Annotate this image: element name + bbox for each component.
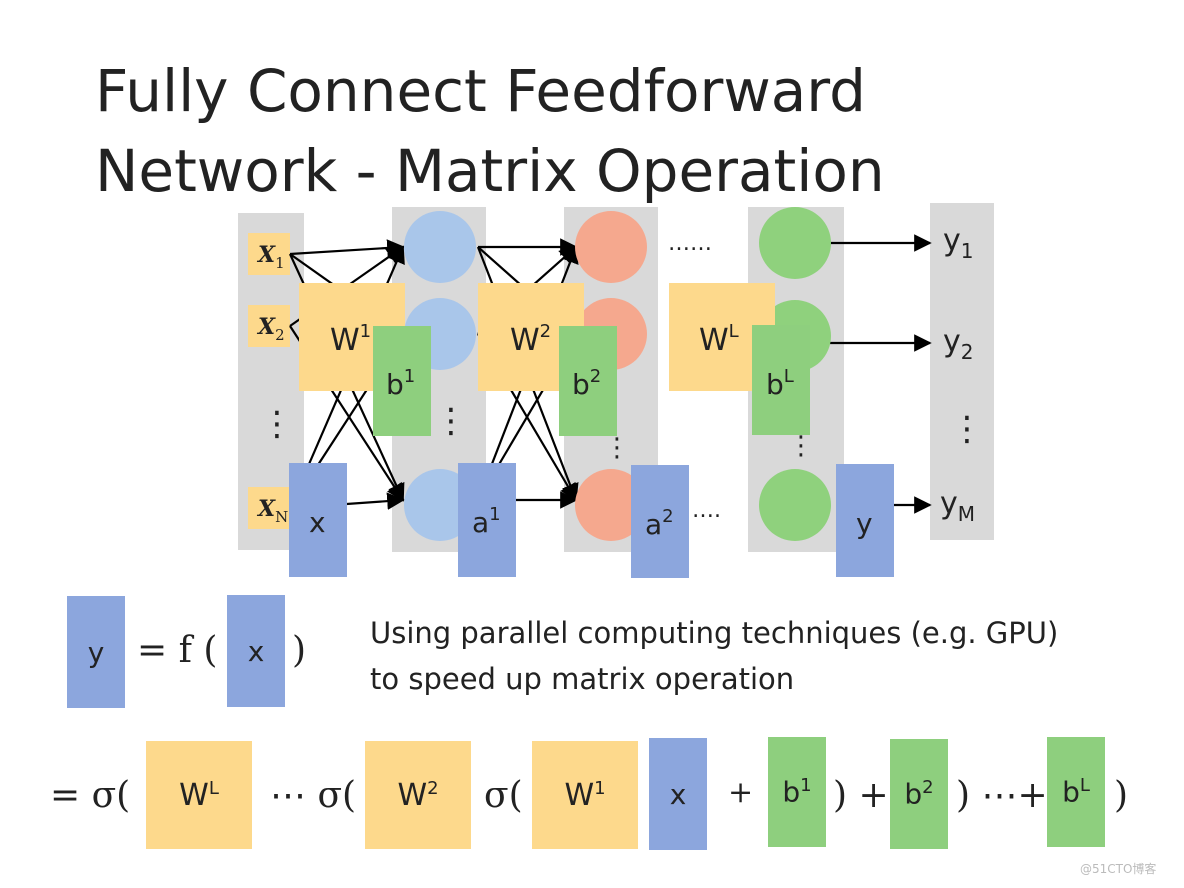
eq1-y-box: y <box>67 596 125 708</box>
eq2-b1-box: b1 <box>768 737 826 847</box>
bias-bL-label: bL <box>766 366 794 401</box>
eq2-w2-label: W2 <box>397 777 439 813</box>
vector-a2-box <box>631 465 689 578</box>
eq2-b2-label: b2 <box>904 777 934 811</box>
bias-b1-box <box>373 326 431 436</box>
vector-y-box <box>836 464 894 577</box>
input-label-n: XN <box>256 496 288 526</box>
output-vdots: ⋮ <box>950 409 984 449</box>
eq2-b2-box: b2 <box>890 739 948 849</box>
bias-b2-label: b2 <box>572 366 601 401</box>
eq1-x-label: x <box>247 634 265 668</box>
output-label-1: y1 <box>943 223 974 263</box>
bias-b1-label: b1 <box>386 366 415 401</box>
eq2-sigma: σ( <box>484 775 523 816</box>
layerL-vdots: ⋮ <box>788 431 814 461</box>
eq2-w2-box: W2 <box>365 741 471 849</box>
eq2-wL-label: WL <box>179 777 219 813</box>
eq2-close-paren: ) <box>1114 775 1129 816</box>
eq2-bL-box: bL <box>1047 737 1105 847</box>
eq2-plus-1: + <box>728 775 754 810</box>
note-line-2: to speed up matrix operation <box>370 662 795 696</box>
neuron-l1-1 <box>404 211 476 283</box>
input-box-2 <box>248 305 290 347</box>
weight-w1-label: W1 <box>330 321 371 358</box>
output-label-m: yM <box>940 486 975 526</box>
eq2-wL-box: WL <box>146 741 252 849</box>
vector-a1-box <box>458 463 516 577</box>
note-line-1: Using parallel computing techniques (e.g… <box>370 616 1059 650</box>
neuron-lL-1 <box>759 207 831 279</box>
layer2-vdots: ⋮ <box>604 433 630 463</box>
vector-x-label: x <box>309 506 326 539</box>
input-vdots: ⋮ <box>260 404 294 444</box>
eq1-close-paren: ) <box>292 630 307 671</box>
eq1-x-box: x <box>227 595 285 707</box>
vector-y-label: y <box>856 507 873 540</box>
output-panel <box>930 203 994 540</box>
input-box-n <box>248 487 290 529</box>
eq2-close-dots-plus: ) ⋯+ <box>956 775 1048 816</box>
layer1-vdots: ⋮ <box>434 401 468 441</box>
bias-b2-box <box>559 326 617 436</box>
watermark: @51CTO博客 <box>1080 862 1157 876</box>
hdots-top: …… <box>668 231 712 256</box>
eq2-w1-label: W1 <box>564 777 606 813</box>
title-line-1: Fully Connect Feedforward <box>95 57 866 125</box>
eq2-dots-sigma: ⋯ σ( <box>270 775 357 816</box>
eq1-equals-f: = f ( <box>137 630 218 671</box>
eq2-bL-label: bL <box>1062 775 1090 809</box>
eq1-y-label: y <box>87 635 105 669</box>
weight-w2-label: W2 <box>510 321 551 358</box>
weight-wL-label: WL <box>699 321 739 358</box>
output-label-2: y2 <box>943 324 974 364</box>
vector-a2-label: a2 <box>645 506 674 541</box>
eq2-x-box: x <box>649 738 707 850</box>
hdots-bottom: …. <box>692 498 721 523</box>
eq2-start: = σ( <box>50 775 131 816</box>
neuron-l2-n <box>575 469 647 541</box>
input-label-1: X1 <box>256 242 285 272</box>
eq2-b1-label: b1 <box>782 775 812 809</box>
eq2-w1-box: W1 <box>532 741 638 849</box>
vector-x-box <box>289 463 347 577</box>
eq2-close-plus: ) + <box>833 775 889 816</box>
bias-bL-box <box>752 325 810 435</box>
vector-a1-label: a1 <box>472 504 501 539</box>
neuron-l2-1 <box>575 211 647 283</box>
input-box-1 <box>248 233 290 275</box>
title-line-2: Network - Matrix Operation <box>95 137 885 205</box>
eq2-x-label: x <box>669 777 687 811</box>
input-label-2: X2 <box>256 314 285 344</box>
output-arrows <box>830 234 932 514</box>
neuron-lL-n <box>759 469 831 541</box>
